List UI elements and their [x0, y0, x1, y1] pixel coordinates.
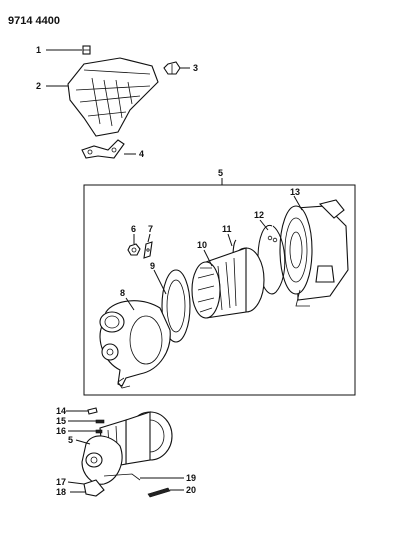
bolt-3-drawing — [163, 61, 181, 75]
snap-ring-12-drawing — [257, 224, 286, 295]
callout-17: 17 — [56, 477, 66, 487]
callout-10: 10 — [197, 240, 207, 250]
callout-14: 14 — [56, 406, 66, 416]
turbo-exploded-box: 5 — [83, 168, 356, 396]
callout-1: 1 — [36, 45, 41, 55]
exploded-view-frame — [83, 184, 356, 396]
callout-8: 8 — [120, 288, 125, 298]
cartridge-10-drawing — [191, 247, 265, 319]
callout-13: 13 — [290, 187, 300, 197]
callout-3: 3 — [193, 63, 198, 73]
callout-19: 19 — [186, 473, 196, 483]
callout-20: 20 — [186, 485, 196, 495]
callout-15: 15 — [56, 416, 66, 426]
compressor-housing-drawing — [279, 199, 349, 307]
turbo-assembly-drawing — [81, 407, 173, 498]
gasket-9-drawing — [161, 269, 191, 343]
heat-shield-drawing — [67, 57, 159, 137]
callout-6: 6 — [131, 224, 136, 234]
callout-2: 2 — [36, 81, 41, 91]
callout-7: 7 — [148, 224, 153, 234]
lock-plate-7-drawing — [143, 241, 153, 259]
callout-12: 12 — [254, 210, 264, 220]
bracket-4-drawing — [81, 139, 125, 159]
nut-6-drawing — [127, 243, 141, 256]
heat-shield-group: 1 2 3 4 — [36, 45, 198, 159]
callout-5-assembly: 5 — [68, 435, 73, 445]
doc-number: 9714 4400 — [8, 15, 60, 27]
turbo-assembly-group: 14 15 16 5 17 18 19 20 — [56, 406, 196, 498]
bolt-1-drawing — [82, 45, 91, 55]
turbine-housing-8-drawing — [99, 300, 171, 389]
callout-16: 16 — [56, 426, 66, 436]
callout-18: 18 — [56, 487, 66, 497]
callout-9: 9 — [150, 261, 155, 271]
callout-11: 11 — [222, 224, 232, 234]
callout-5: 5 — [218, 168, 223, 178]
callout-4: 4 — [139, 149, 144, 159]
